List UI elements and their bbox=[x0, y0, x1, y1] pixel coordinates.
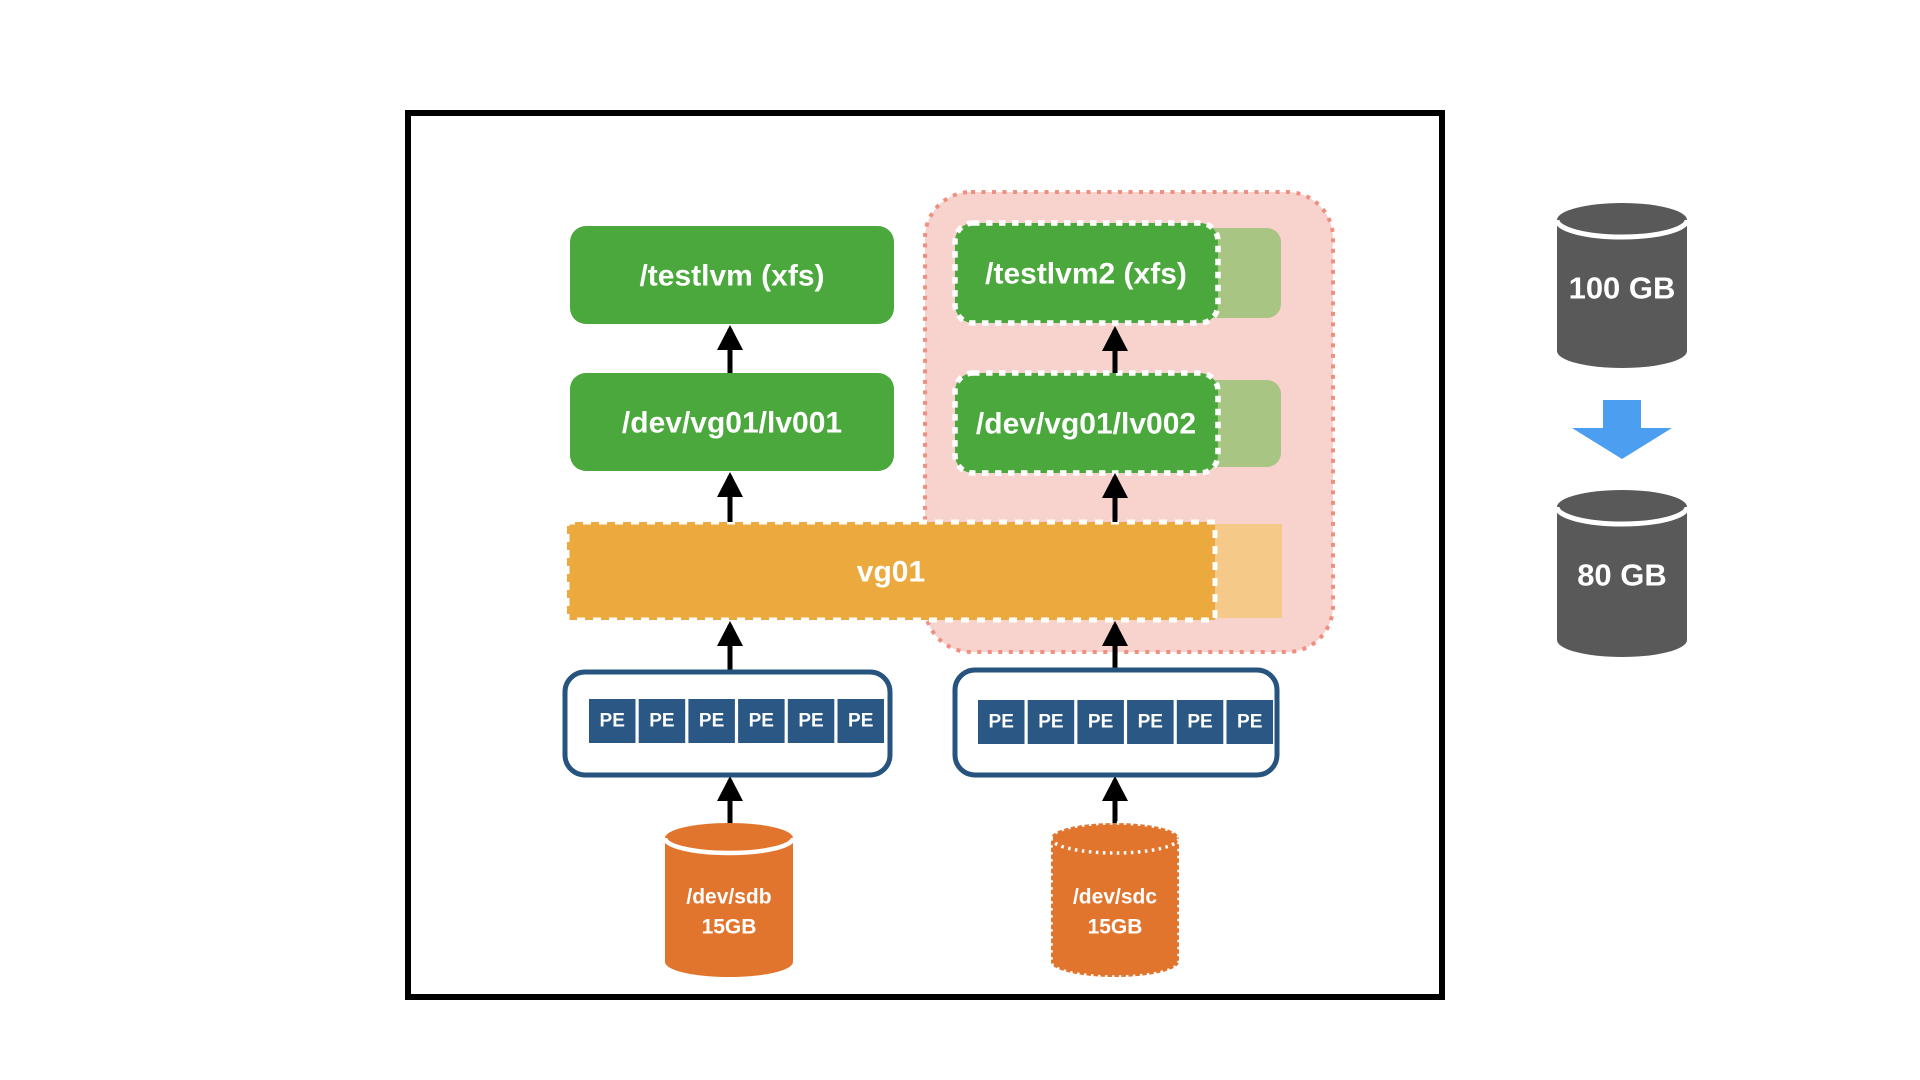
pe-cells-left: PE PE PE PE PE PE bbox=[589, 699, 884, 743]
pe-cell-label: PE bbox=[699, 711, 724, 732]
left-filesystem-rect bbox=[570, 226, 894, 324]
disk-sdc-size: 15GB bbox=[1088, 916, 1143, 939]
pe-cell bbox=[589, 699, 636, 743]
pe-cell-label: PE bbox=[989, 712, 1014, 733]
pe-cell-label: PE bbox=[1138, 712, 1163, 733]
left-logical-volume-box: /dev/vg01/lv001 bbox=[570, 373, 894, 471]
disk-sdc-cylinder: /dev/sdc 15GB bbox=[1049, 821, 1181, 979]
pe-cell bbox=[738, 699, 785, 743]
pe-cell bbox=[1077, 700, 1124, 744]
left-filesystem-label: /testlvm (xfs) bbox=[639, 260, 824, 293]
disk-sdb-size: 15GB bbox=[702, 916, 757, 939]
disk-before-size: 100 GB bbox=[1569, 271, 1676, 306]
pe-container-right: PE PE PE PE PE PE bbox=[952, 667, 1280, 778]
left-logical-volume-label: /dev/vg01/lv001 bbox=[622, 407, 842, 440]
pe-container-left: PE PE PE PE PE PE bbox=[562, 669, 893, 778]
disk-sdc-body bbox=[1049, 821, 1181, 979]
pe-cell-label: PE bbox=[798, 711, 823, 732]
disk-sdb-cylinder: /dev/sdb 15GB bbox=[662, 823, 796, 977]
pe-cell-label: PE bbox=[1237, 712, 1262, 733]
disk-sdc-top-rim bbox=[1049, 837, 1181, 855]
disk-before-cylinder: 100 GB bbox=[1554, 203, 1690, 368]
resize-panel: 100 GB 80 GB bbox=[1554, 203, 1690, 657]
disk-before-top-rim bbox=[1554, 219, 1690, 240]
right-filesystem-rect bbox=[952, 220, 1221, 326]
disk-after-top-rim bbox=[1554, 506, 1690, 527]
pe-cell bbox=[787, 699, 835, 743]
volume-group-label: vg01 bbox=[857, 556, 925, 589]
pe-cell bbox=[1226, 700, 1273, 744]
resize-down-arrow-icon bbox=[1572, 400, 1672, 459]
pe-cell bbox=[1176, 700, 1224, 744]
pe-cell bbox=[978, 700, 1025, 744]
pe-cell bbox=[1027, 700, 1075, 744]
pe-cell-label: PE bbox=[848, 711, 873, 732]
disk-after-size: 80 GB bbox=[1577, 558, 1667, 593]
disk-sdb-top-rim bbox=[662, 837, 796, 856]
pe-cell-label: PE bbox=[749, 711, 774, 732]
right-logical-volume-rect bbox=[952, 370, 1221, 476]
pe-cell-label: PE bbox=[1038, 712, 1063, 733]
pe-cell bbox=[1127, 700, 1174, 744]
pe-cell-label: PE bbox=[600, 711, 625, 732]
disk-sdb-body bbox=[665, 823, 793, 977]
disk-after-body bbox=[1557, 490, 1687, 657]
pe-cell bbox=[837, 699, 884, 743]
pe-cell-label: PE bbox=[649, 711, 674, 732]
disk-before-body bbox=[1557, 203, 1687, 368]
right-filesystem-label: /testlvm2 (xfs) bbox=[985, 258, 1187, 291]
volume-group-rect bbox=[564, 519, 1218, 623]
disk-after-cylinder: 80 GB bbox=[1554, 490, 1690, 657]
volume-group-bar: vg01 bbox=[564, 519, 1218, 623]
pe-cell bbox=[638, 699, 686, 743]
pe-cells-right: PE PE PE PE PE PE bbox=[978, 700, 1273, 744]
right-filesystem-box: /testlvm2 (xfs) bbox=[952, 220, 1221, 326]
left-filesystem-box: /testlvm (xfs) bbox=[570, 226, 894, 324]
pe-cell bbox=[688, 699, 735, 743]
pe-cell-label: PE bbox=[1088, 712, 1113, 733]
disk-sdb-name: /dev/sdb bbox=[686, 886, 771, 909]
disk-sdc-name: /dev/sdc bbox=[1073, 886, 1157, 909]
volume-group-extension-block bbox=[1205, 524, 1282, 618]
right-logical-volume-box: /dev/vg01/lv002 bbox=[952, 370, 1221, 476]
right-logical-volume-label: /dev/vg01/lv002 bbox=[976, 408, 1196, 441]
pe-cell-label: PE bbox=[1187, 712, 1212, 733]
left-logical-volume-rect bbox=[570, 373, 894, 471]
